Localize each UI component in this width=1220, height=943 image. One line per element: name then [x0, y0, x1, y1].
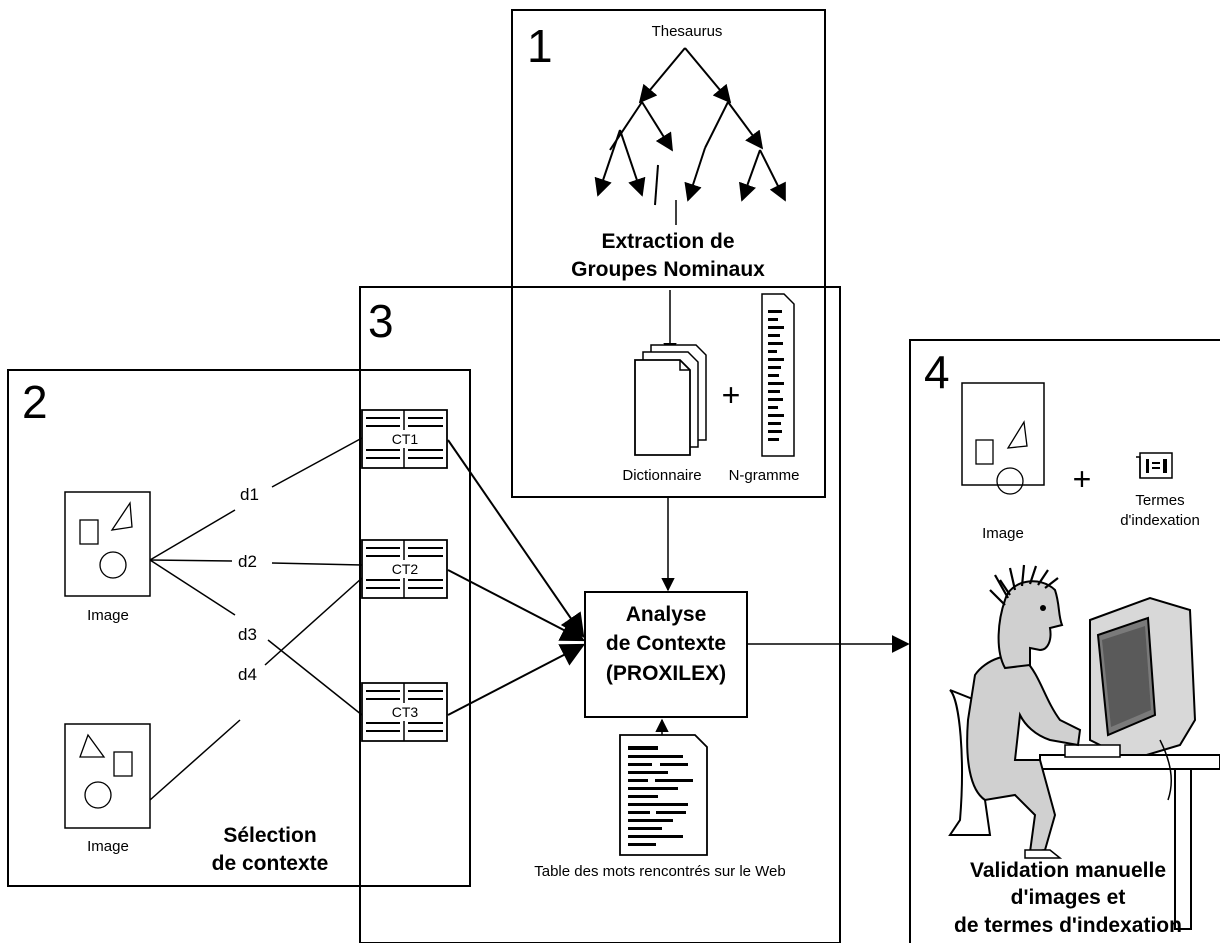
panel-4-number: 4 — [924, 346, 950, 398]
context-book-ct1 — [361, 409, 448, 469]
analysis-box — [584, 591, 748, 718]
thesaurus-label: Thesaurus — [652, 23, 723, 40]
image-3-icon — [961, 382, 1045, 495]
edge-label-d1: d1 — [240, 485, 259, 504]
edge-label-d3: d3 — [238, 625, 257, 644]
selection-title-line2: de contexte — [212, 852, 329, 875]
context-label-ct2: CT2 — [392, 561, 419, 577]
extraction-title-line1: Extraction de — [601, 230, 734, 253]
analysis-line3: (PROXILEX) — [606, 662, 726, 685]
analysis-line2: de Contexte — [606, 632, 726, 655]
validation-title-line1: Validation manuelle — [970, 859, 1166, 882]
dictionary-icon — [634, 344, 707, 456]
edge-label-d2: d2 — [238, 552, 257, 571]
index-terms-icon — [1136, 452, 1173, 479]
context-label-ct3: CT3 — [392, 704, 419, 720]
panel-4-frame — [909, 339, 1220, 943]
index-terms-line2: d'indexation — [1120, 512, 1200, 529]
dictionary-label: Dictionnaire — [622, 467, 701, 484]
context-label-ct1: CT1 — [392, 431, 419, 447]
selection-title-line1: Sélection — [223, 824, 316, 847]
image-2-icon — [64, 723, 151, 829]
context-book-ct2 — [361, 539, 448, 599]
index-terms-line1: Termes — [1135, 492, 1184, 509]
validation-title-line3: de termes d'indexation — [954, 914, 1182, 937]
validation-title-line2: d'images et — [1011, 886, 1126, 909]
panel-3-number: 3 — [368, 295, 394, 347]
image-2-label: Image — [87, 838, 129, 855]
web-table-label: Table des mots rencontrés sur le Web — [534, 863, 786, 880]
analysis-line1: Analyse — [626, 603, 707, 626]
extraction-title-line2: Groupes Nominaux — [571, 258, 765, 281]
panel-2-number: 2 — [22, 376, 48, 428]
thesaurus-tree — [594, 47, 786, 225]
image-1-icon — [64, 491, 151, 597]
panel-2-frame — [7, 369, 471, 887]
context-edges — [149, 437, 363, 801]
edge-label-d4: d4 — [238, 665, 257, 684]
image-1-label: Image — [87, 607, 129, 624]
panel-1-number: 1 — [527, 20, 553, 72]
context-book-ct3 — [361, 682, 448, 742]
plus-sign-1: + — [722, 377, 741, 413]
ngram-label: N-gramme — [729, 467, 800, 484]
plus-sign-2: + — [1073, 461, 1092, 497]
image-3-label: Image — [982, 525, 1024, 542]
web-table-icon — [619, 734, 708, 856]
ngram-icon — [761, 293, 795, 457]
user-at-computer-illustration — [948, 564, 1220, 930]
